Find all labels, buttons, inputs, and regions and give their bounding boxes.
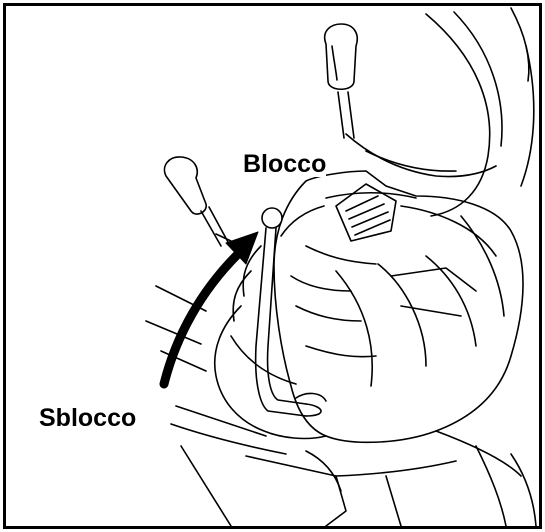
illustration-frame: Blocco Sblocco bbox=[3, 3, 542, 529]
upper-lever bbox=[325, 24, 358, 138]
direction-arrow bbox=[164, 232, 258, 384]
unlock-label: Sblocco bbox=[39, 406, 136, 431]
lock-label: Blocco bbox=[243, 152, 326, 177]
left-lever bbox=[164, 157, 231, 246]
console-body bbox=[274, 171, 523, 442]
lever-lock-illustration bbox=[6, 6, 539, 526]
cab-outline bbox=[346, 8, 534, 216]
